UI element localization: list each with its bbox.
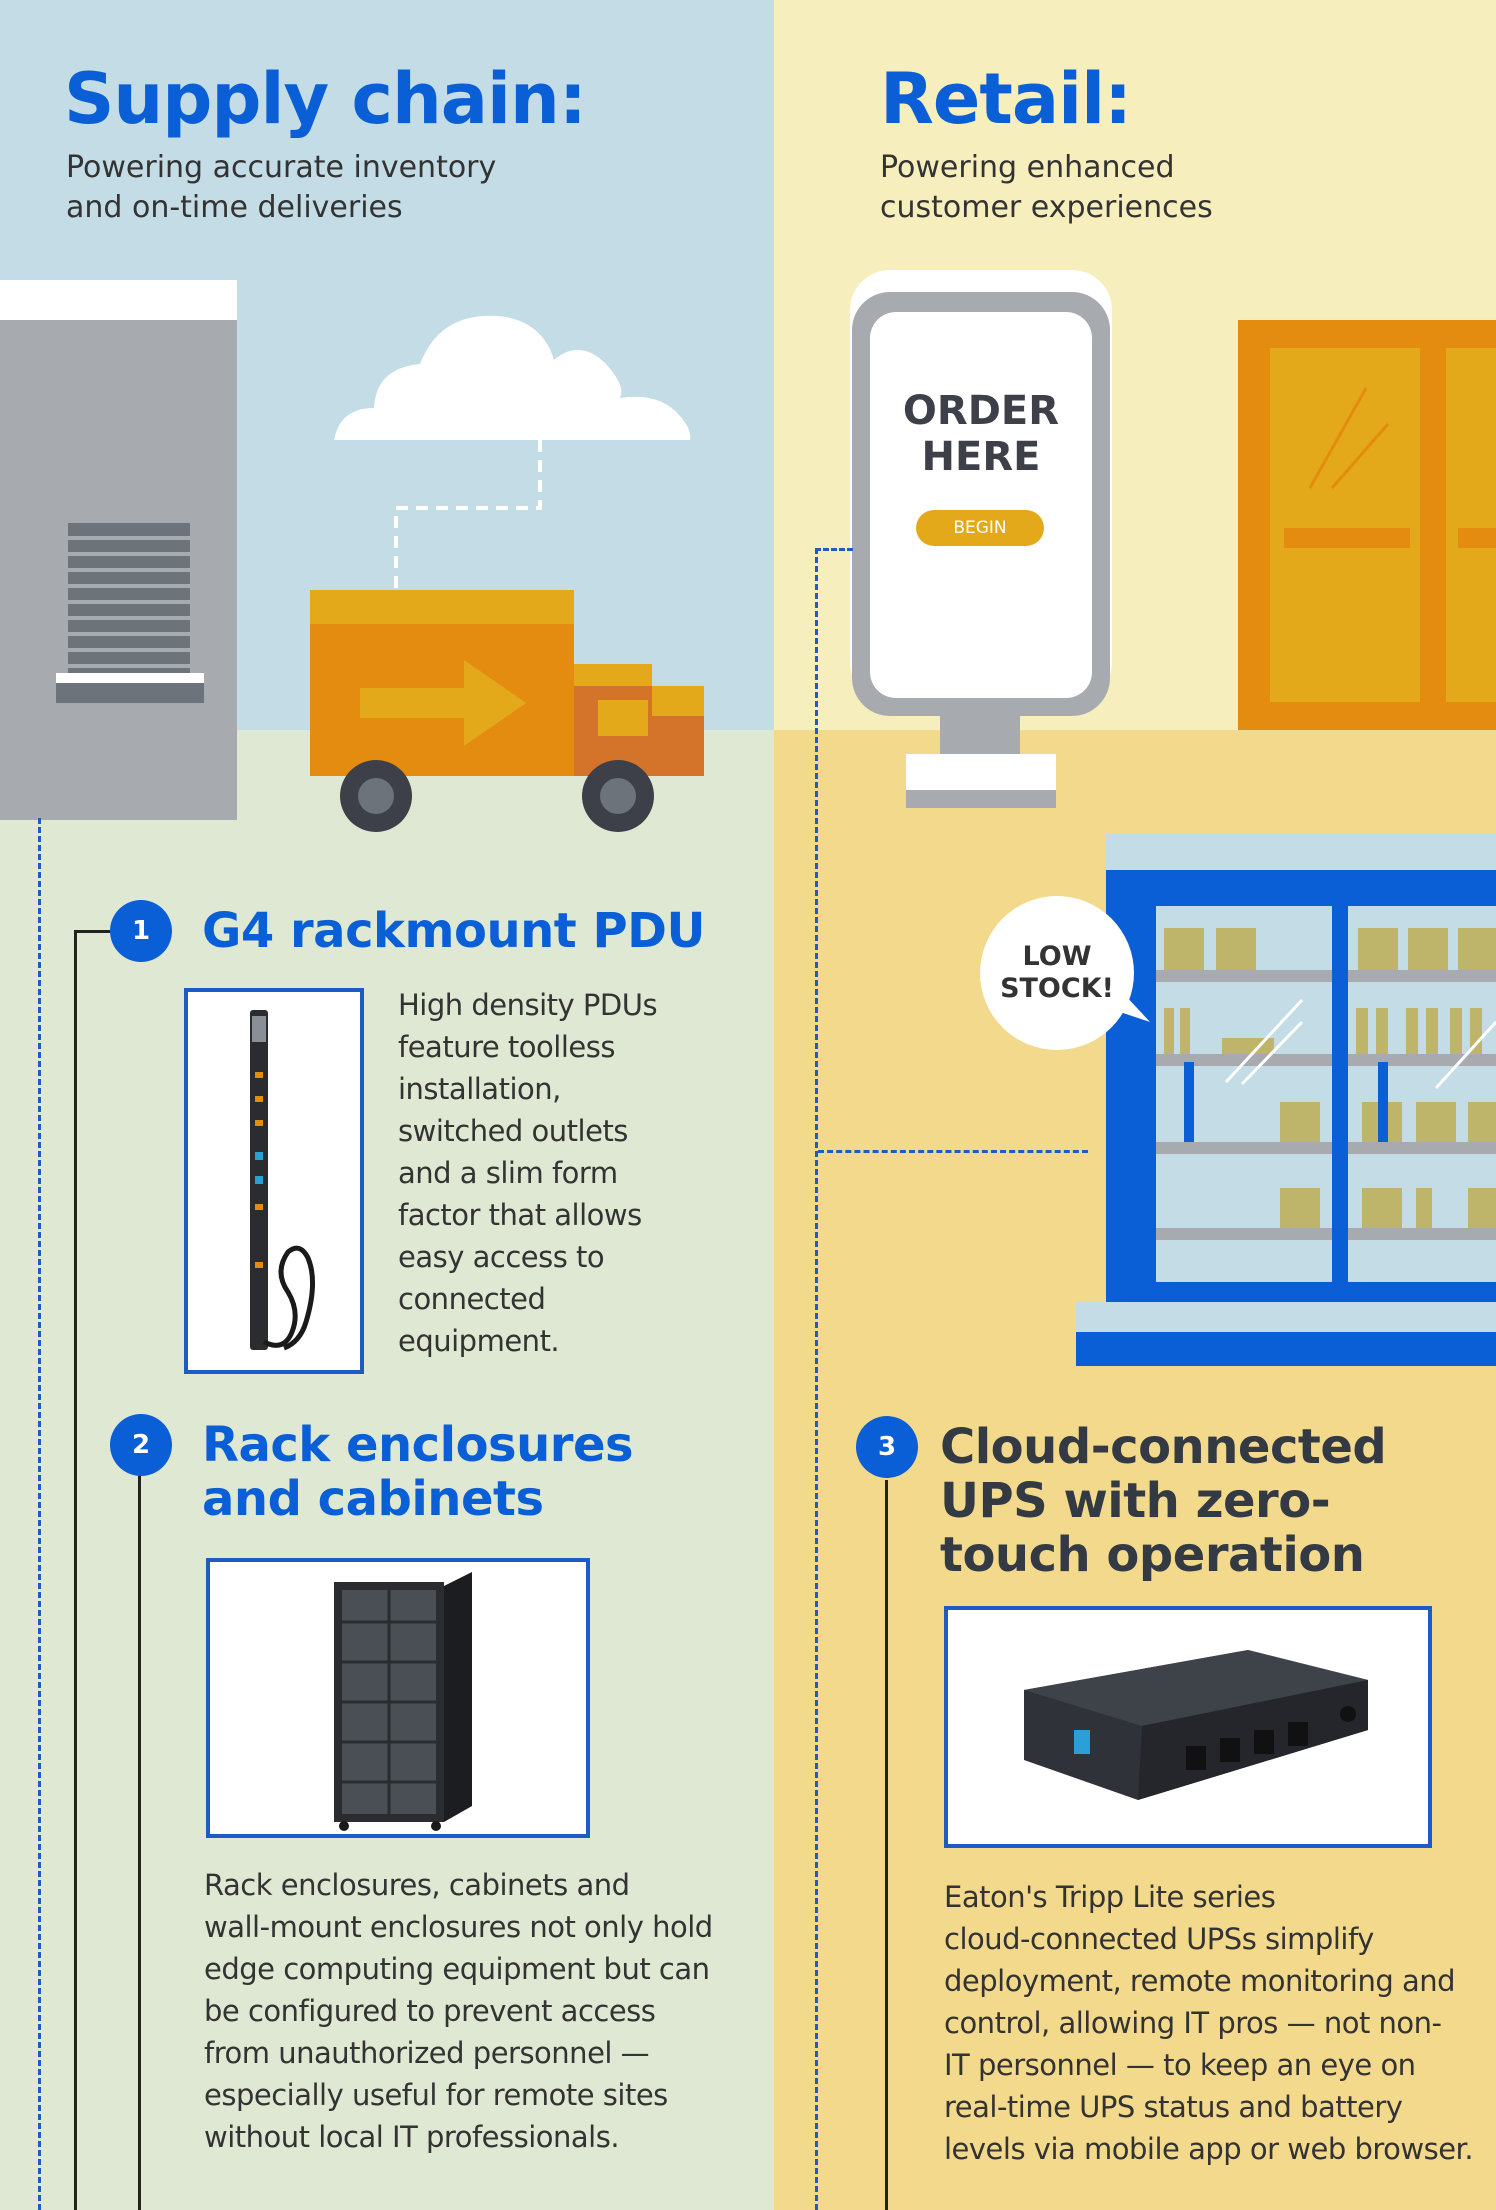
retail-subtitle-line1: Powering enhanced	[880, 150, 1175, 185]
fridge-connector-horizontal	[818, 1150, 1088, 1153]
bubble-tail	[1114, 994, 1150, 1022]
item1-description-line: easy access to	[398, 1240, 605, 1274]
item3-description: Eaton's Tripp Lite series cloud-connecte…	[944, 1876, 1474, 2170]
kiosk-screen	[870, 312, 1092, 698]
low-stock-line1: LOW	[1022, 941, 1092, 972]
item1-title: G4 rackmount PDU	[202, 903, 705, 959]
item2-title-line1: Rack enclosures	[202, 1417, 634, 1473]
item2-description-line: wall-mount enclosures not only hold	[204, 1910, 713, 1944]
item1-description-line: equipment.	[398, 1324, 560, 1358]
store-door-illustration	[1238, 320, 1496, 730]
item1-number-badge: 1	[110, 900, 172, 962]
retail-subtitle: Powering enhanced customer experiences	[880, 148, 1213, 228]
item3-number-badge: 3	[856, 1416, 918, 1478]
kiosk-heading-line1: ORDER	[902, 388, 1060, 434]
item3-description-line: IT personnel — to keep an eye on	[944, 2048, 1416, 2082]
retail-connector-vertical	[815, 548, 818, 2210]
item1-connector-horizontal	[74, 930, 112, 933]
item2-product-frame	[206, 1558, 590, 1838]
pdu-product-image	[250, 1010, 316, 1351]
item1-connector-vertical	[74, 930, 77, 2210]
cloud-icon	[334, 315, 691, 588]
supply-chain-title: Supply chain:	[64, 58, 587, 140]
warehouse-illustration	[0, 280, 237, 820]
ups-product-image	[1024, 1650, 1368, 1800]
item3-description-line: Eaton's Tripp Lite series	[944, 1880, 1276, 1914]
item3-description-line: deployment, remote monitoring and	[944, 1964, 1456, 1998]
item1-description-line: and a slim form	[398, 1156, 618, 1190]
rack-cabinet-image	[334, 1572, 472, 1831]
supply-chain-subtitle: Powering accurate inventory and on-time …	[66, 148, 496, 228]
item2-title-line2: and cabinets	[202, 1471, 544, 1527]
item2-title: Rack enclosures and cabinets	[202, 1417, 634, 1527]
item2-description-line: edge computing equipment but can	[204, 1952, 710, 1986]
kiosk-stand	[940, 716, 1020, 754]
kiosk-connector-horizontal	[815, 548, 853, 551]
item2-description-line: without local IT professionals.	[204, 2120, 620, 2154]
item2-number-badge: 2	[110, 1414, 172, 1476]
item3-title: Cloud-connected UPS with zero- touch ope…	[940, 1419, 1387, 1583]
item1-description-line: installation,	[398, 1072, 561, 1106]
kiosk-base-shadow	[906, 790, 1056, 808]
item3-description-line: real-time UPS status and battery	[944, 2090, 1403, 2124]
supply-chain-subtitle-line2: and on-time deliveries	[66, 190, 403, 225]
item1-description-line: switched outlets	[398, 1114, 628, 1148]
supply-chain-subtitle-line1: Powering accurate inventory	[66, 150, 497, 185]
item3-description-line: control, allowing IT pros — not non-	[944, 2006, 1442, 2040]
item1-description: High density PDUs feature toolless insta…	[398, 984, 658, 1362]
item1-description-line: feature toolless	[398, 1030, 615, 1064]
item1-description-line: factor that allows	[398, 1198, 642, 1232]
retail-title: Retail:	[880, 58, 1132, 140]
item3-title-line1: Cloud-connected	[940, 1419, 1387, 1475]
kiosk-begin-button[interactable]: BEGIN	[916, 510, 1044, 546]
item3-product-frame	[944, 1606, 1432, 1848]
item2-description-line: especially useful for remote sites	[204, 2078, 668, 2112]
low-stock-line2: STOCK!	[1000, 973, 1114, 1004]
item3-title-line3: touch operation	[940, 1527, 1365, 1583]
kiosk-base	[906, 754, 1056, 792]
item2-description-line: from unauthorized personnel —	[204, 2036, 650, 2070]
item2-description-line: be configured to prevent access	[204, 1994, 656, 2028]
low-stock-bubble: LOW STOCK!	[980, 896, 1134, 1050]
supply-chain-connector-vertical	[38, 818, 41, 2210]
kiosk-heading: ORDER HERE	[870, 388, 1092, 480]
item1-description-line: connected	[398, 1282, 546, 1316]
retail-subtitle-line2: customer experiences	[880, 190, 1213, 225]
item3-description-line: levels via mobile app or web browser.	[944, 2132, 1474, 2166]
item2-connector-vertical	[138, 1474, 141, 2210]
item1-product-frame	[184, 988, 364, 1374]
item1-description-line: High density PDUs	[398, 988, 658, 1022]
item3-connector-vertical	[885, 1480, 888, 2210]
item2-description: Rack enclosures, cabinets and wall-mount…	[204, 1864, 713, 2158]
item3-title-line2: UPS with zero-	[940, 1473, 1331, 1529]
kiosk-heading-line2: HERE	[921, 434, 1041, 480]
delivery-truck-illustration	[310, 590, 704, 832]
refrigerator-illustration	[1076, 834, 1496, 1366]
item2-description-line: Rack enclosures, cabinets and	[204, 1868, 630, 1902]
item3-description-line: cloud-connected UPSs simplify	[944, 1922, 1374, 1956]
